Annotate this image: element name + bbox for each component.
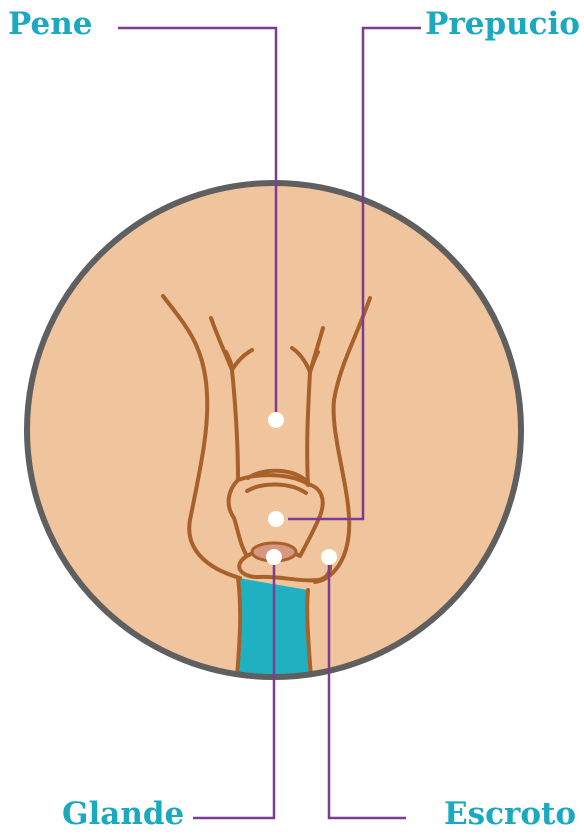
- marker-dot-pene: [268, 412, 284, 428]
- label-pene: Pene: [8, 9, 92, 40]
- marker-dot-prepucio: [268, 511, 284, 527]
- marker-dot-escroto: [321, 549, 337, 565]
- label-escroto: Escroto: [444, 799, 576, 830]
- label-glande: Glande: [62, 799, 184, 830]
- label-prepucio: Prepucio: [425, 9, 580, 40]
- marker-dot-glande: [266, 549, 282, 565]
